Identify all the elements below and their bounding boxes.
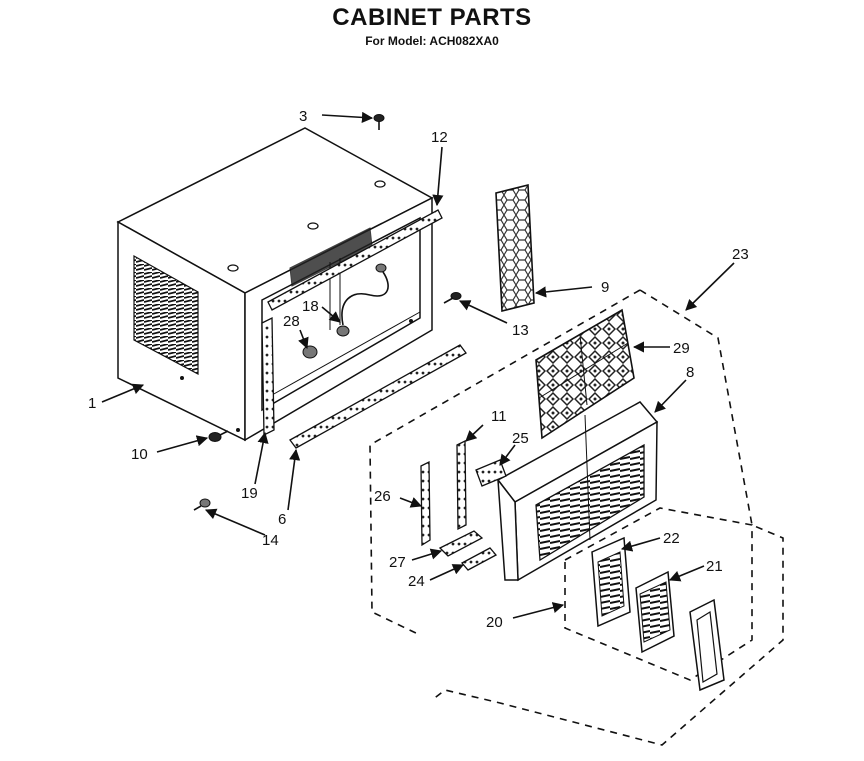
- callout-19: 19: [241, 485, 258, 502]
- page-title: CABINET PARTS: [332, 4, 532, 31]
- callout-12: 12: [431, 129, 448, 146]
- callout-3: 3: [299, 108, 307, 125]
- front-panel-assembly-boundary-23: [431, 289, 784, 746]
- callout-26: 26: [374, 488, 391, 505]
- callout-20: 20: [486, 614, 503, 631]
- model-subtitle: For Model: ACH082XA0: [365, 34, 499, 48]
- callout-29: 29: [673, 340, 690, 357]
- callout-23: 23: [732, 246, 749, 263]
- louver-bezel: [689, 598, 725, 692]
- callout-18: 18: [302, 298, 319, 315]
- callout-25: 25: [512, 430, 529, 447]
- grille-assembly-boundary-20: [564, 507, 753, 681]
- block-part-24: [460, 547, 498, 571]
- cabinet-shell: [116, 127, 434, 442]
- side-rail-part-19: [261, 316, 275, 437]
- label-part-25: [475, 459, 507, 487]
- screw-part-3: [373, 114, 385, 130]
- grille-part-29: [535, 308, 635, 440]
- callout-21: 21: [706, 558, 723, 575]
- callout-11: 11: [491, 408, 507, 425]
- callout-10: 10: [131, 446, 148, 463]
- screw-part-14: [193, 498, 211, 511]
- callout-27: 27: [389, 554, 406, 571]
- front-panel-part-8: [496, 401, 659, 582]
- callout-1: 1: [88, 395, 96, 412]
- callout-8: 8: [686, 364, 694, 381]
- strip-part-26: [420, 460, 431, 547]
- top-rail-part-12: [267, 209, 443, 311]
- screw-part-13: [443, 292, 462, 304]
- callout-28: 28: [283, 313, 300, 330]
- louver-frame-part-22: [591, 536, 631, 628]
- callout-9: 9: [601, 279, 609, 296]
- callout-6: 6: [278, 511, 286, 528]
- strip-part-11: [456, 439, 467, 531]
- louver-part-21: [635, 570, 675, 654]
- block-part-27: [438, 530, 484, 557]
- callout-22: 22: [663, 530, 680, 547]
- callout-13: 13: [512, 322, 529, 339]
- callout-14: 14: [262, 532, 279, 549]
- callout-24: 24: [408, 573, 425, 590]
- bottom-rail-part-6: [289, 344, 467, 449]
- screw-part-10: [208, 430, 229, 442]
- filter-part-9: [495, 183, 535, 313]
